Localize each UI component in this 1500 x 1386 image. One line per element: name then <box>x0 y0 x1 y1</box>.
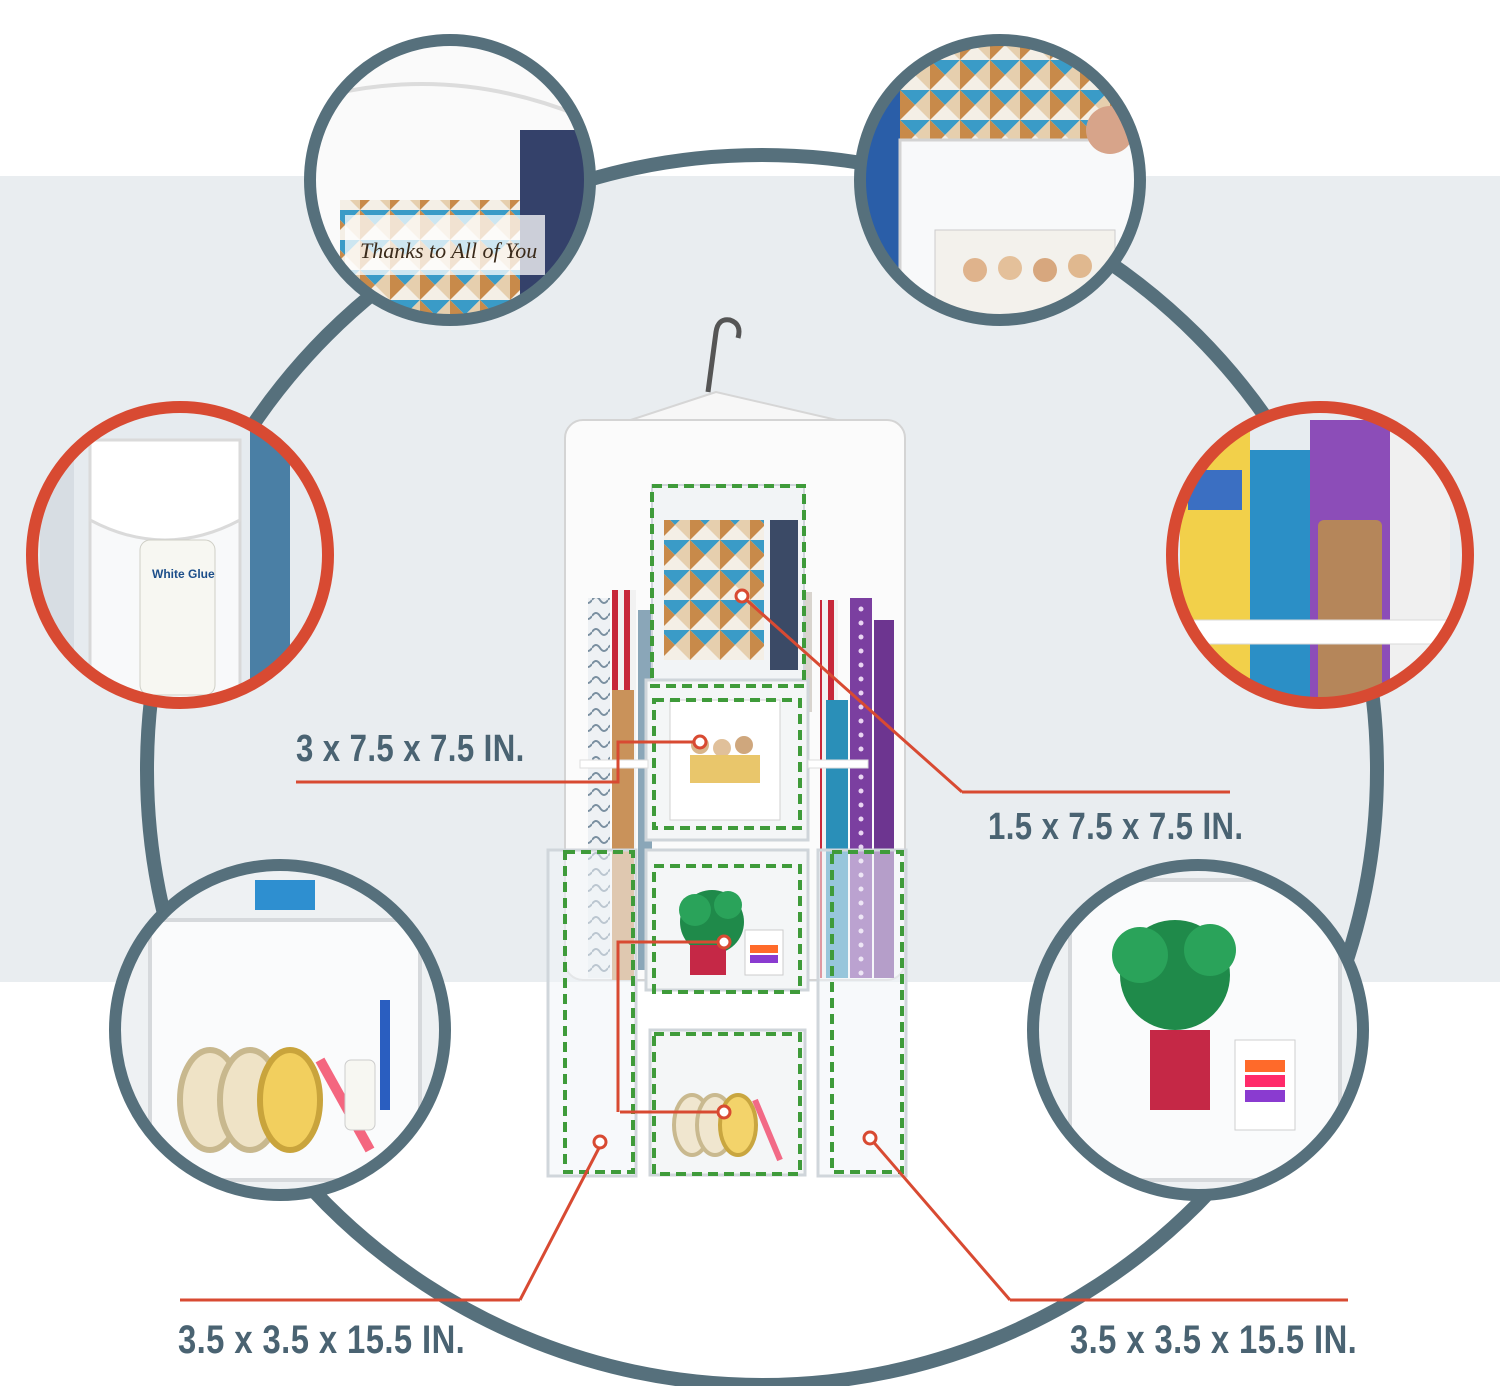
detail-zipper-pocket <box>854 34 1146 326</box>
organizer-illustration <box>546 317 908 1178</box>
dimension-label-bottom-right: 3.5 x 3.5 x 15.5 IN. <box>1070 1318 1358 1362</box>
card-text: Thanks to All of You <box>360 238 537 263</box>
detail-tape-pocket <box>109 859 451 1201</box>
detail-bow-pocket <box>1027 859 1369 1201</box>
dimension-label-top-right: 1.5 x 7.5 x 7.5 IN. <box>988 806 1244 848</box>
pocket-outlines <box>563 484 904 1176</box>
detail-roll-strap <box>1166 401 1474 709</box>
connector-ring <box>140 148 1384 1386</box>
detail-card-pocket: Thanks to All of You <box>304 34 596 326</box>
detail-glue-pocket: White Glue <box>26 401 334 709</box>
leader-dots <box>592 588 878 1150</box>
glue-label: White Glue <box>152 567 215 581</box>
dimension-label-bottom-left: 3.5 x 3.5 x 15.5 IN. <box>178 1318 466 1362</box>
leader-lines <box>180 594 1348 1302</box>
dimension-label-top-left: 3 x 7.5 x 7.5 IN. <box>296 728 525 770</box>
